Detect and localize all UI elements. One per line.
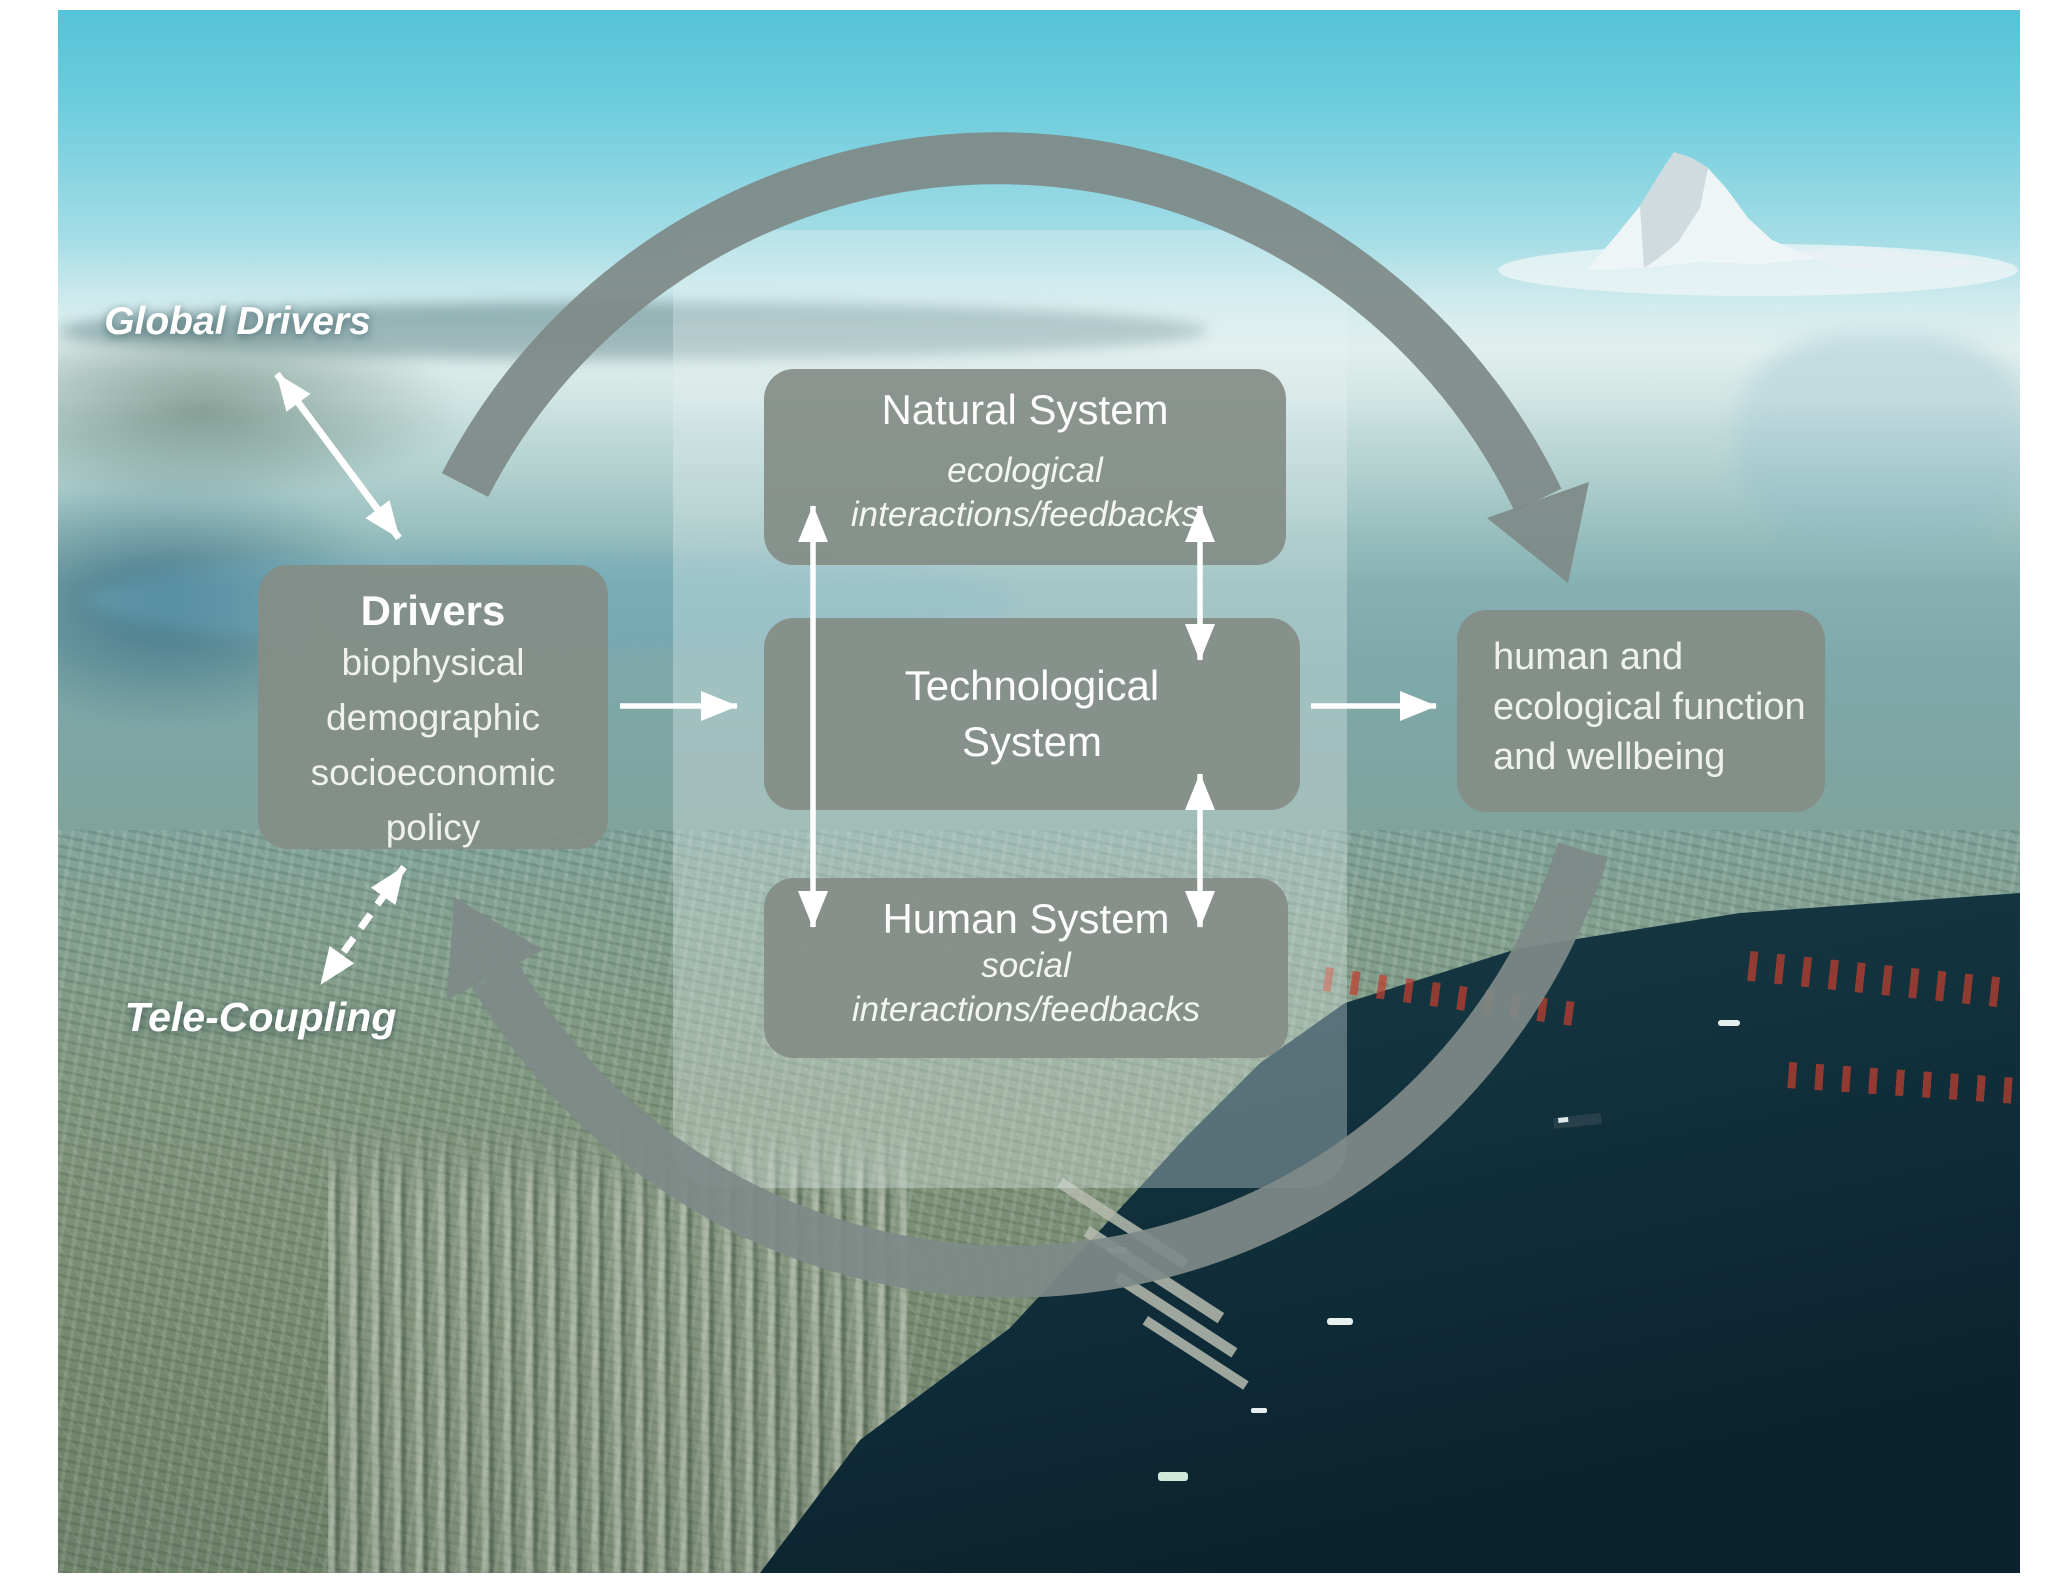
tele-coupling-label: Tele-Coupling [124,994,397,1040]
global-drivers-arrow [274,371,402,541]
lake-washington-strip [1738,335,2020,545]
natural-system-title: Natural System [881,386,1169,433]
natural-system-subtitle: interactions/feedbacks [850,495,1200,534]
cycle-arrow-bottom-arc [472,842,1608,1298]
bay-water [760,893,2020,1573]
boats [1107,1020,1740,1481]
mount-rainier [1498,152,2018,296]
downtown-towers [328,1120,908,1573]
cycle-arrow-top-head [1487,482,1589,583]
human-system-subtitle: interactions/feedbacks [851,990,1201,1029]
human-system-title: Human System [882,895,1170,942]
photo-detail-layer [760,152,2020,1573]
outcome-line: human and [1493,636,1684,678]
outcome-line: and wellbeing [1493,736,1726,778]
drivers-item: biophysical [341,642,525,683]
drivers-box: Drivers biophysical demographic socioeco… [258,565,608,849]
outcome-box: human and ecological function and wellbe… [1457,610,1825,812]
drivers-item: policy [385,807,481,848]
human-system-box: Human System social interactions/feedbac… [764,878,1288,1058]
technological-system-title: Technological [904,662,1160,709]
cycle-arrow-bottom-head [447,897,543,1000]
technological-system-title: System [961,718,1103,765]
cycle-arrow-top-arc [441,132,1562,512]
drivers-item: demographic [326,697,540,738]
global-drivers-label: Global Drivers [104,300,371,343]
drivers-item: socioeconomic [310,752,556,793]
drivers-title: Drivers [360,587,506,634]
tele-coupling-arrow [318,864,407,987]
natural-system-subtitle: ecological [947,451,1103,490]
human-system-subtitle: social [981,946,1071,985]
outcome-line: ecological function [1493,686,1806,728]
